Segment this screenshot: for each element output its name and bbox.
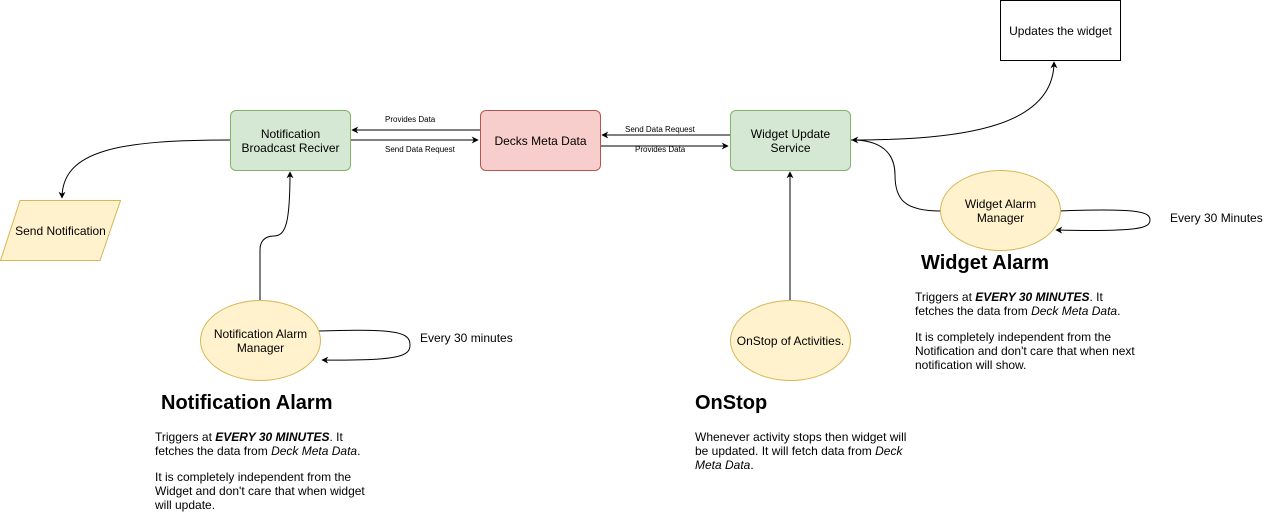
widget-loop-label: Every 30 Minutes: [1170, 211, 1263, 225]
edge-receiver-to-send-notification: [58, 139, 231, 199]
notification-alarm-description: Triggers at EVERY 30 MINUTES. It fetches…: [155, 430, 375, 524]
notification-broadcast-receiver-label: Notification Broadcast Reciver: [241, 126, 340, 155]
onstop-paragraph-1: Whenever activity stops then widget will…: [695, 430, 907, 472]
widget-update-service-label: Widget Update Service: [750, 126, 831, 155]
widget-alarm-heading: Widget Alarm: [921, 252, 1049, 274]
edge-widget-alarm-loop: [1055, 209, 1151, 234]
edge-label-provides-data-left: Provides Data: [385, 115, 436, 124]
notification-alarm-paragraph-1: Triggers at EVERY 30 MINUTES. It fetches…: [155, 430, 361, 458]
widget-alarm-manager-node: Widget Alarm Manager: [940, 170, 1061, 251]
onstop-heading: OnStop: [695, 392, 768, 414]
notification-alarm-heading: Notification Alarm: [161, 392, 333, 414]
parallelogram-shape: [0, 200, 121, 261]
widget-alarm-paragraph-1: Triggers at EVERY 30 MINUTES. It fetches…: [915, 290, 1121, 318]
updates-the-widget-label: Updates the widget: [1009, 23, 1112, 38]
widget-alarm-description: Triggers at EVERY 30 MINUTES. It fetches…: [915, 290, 1140, 384]
send-notification-label: Send Notification: [15, 223, 106, 238]
notification-loop-label: Every 30 minutes: [420, 331, 513, 345]
decks-meta-data-label: Decks Meta Data: [494, 133, 587, 148]
notification-alarm-paragraph-2: It is completely independent from the Wi…: [155, 470, 365, 512]
widget-update-service-node: Widget Update Service: [730, 110, 851, 171]
decks-meta-data-node: Decks Meta Data: [480, 110, 601, 171]
notification-broadcast-receiver-node: Notification Broadcast Reciver: [230, 110, 351, 171]
edge-label-send-data-request-right: Send Data Request: [625, 125, 695, 134]
edge-notif-alarm-to-receiver: [259, 171, 294, 300]
onstop-of-activities-label: OnStop of Activities.: [736, 333, 845, 348]
updates-the-widget-node: Updates the widget: [1000, 0, 1121, 61]
edge-service-to-updates-widget: [849, 61, 1058, 141]
edge-widget-alarm-to-service: [851, 136, 942, 212]
onstop-description: Whenever activity stops then widget will…: [695, 430, 917, 484]
edge-label-send-data-request-left: Send Data Request: [385, 145, 455, 154]
widget-alarm-manager-label: Widget Alarm Manager: [964, 196, 1037, 225]
edge-label-provides-data-right: Provides Data: [635, 145, 686, 154]
edge-notif-alarm-loop: [318, 329, 411, 364]
send-notification-node: Send Notification: [0, 200, 121, 261]
notification-alarm-manager-node: Notification Alarm Manager: [200, 300, 321, 381]
notification-alarm-manager-label: Notification Alarm Manager: [213, 326, 308, 355]
widget-alarm-paragraph-2: It is completely independent from the No…: [915, 330, 1135, 372]
onstop-of-activities-node: OnStop of Activities.: [730, 300, 851, 381]
